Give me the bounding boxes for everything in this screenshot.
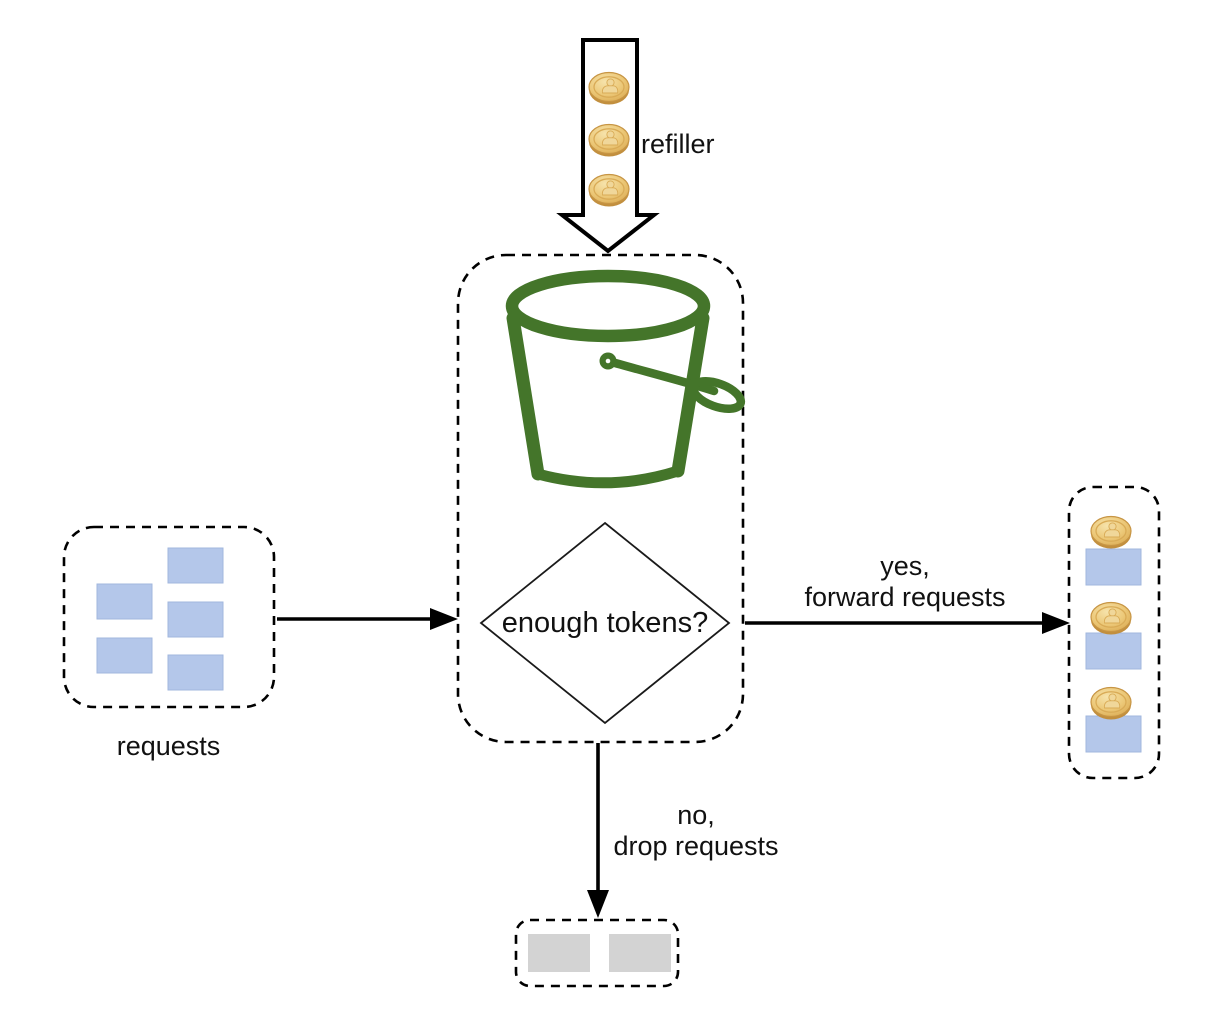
request-rect bbox=[96, 637, 153, 674]
refiller-label: refiller bbox=[641, 129, 715, 159]
yes-label-line1: yes, bbox=[880, 551, 930, 581]
bucket-icon bbox=[505, 269, 746, 489]
requests-label: requests bbox=[116, 731, 221, 761]
request-rect bbox=[167, 601, 224, 638]
request-rect bbox=[167, 654, 224, 691]
forwarded-request-rect bbox=[1085, 548, 1142, 586]
forwarded-request-rect bbox=[1085, 632, 1142, 670]
incoming-arrow bbox=[277, 608, 458, 630]
token-coin-icon bbox=[1090, 601, 1132, 636]
token-coin-icon bbox=[1090, 686, 1132, 721]
decision-label: enough tokens? bbox=[501, 606, 709, 639]
forwarded-request-rect bbox=[1085, 715, 1142, 753]
dropped-request-rect bbox=[528, 934, 590, 972]
no-arrow bbox=[587, 743, 609, 918]
yes-label-line2: forward requests bbox=[804, 582, 1006, 612]
no-drop-label: no, drop requests bbox=[596, 800, 796, 862]
yes-arrow bbox=[745, 612, 1070, 634]
no-label-line2: drop requests bbox=[613, 831, 779, 861]
no-label-line1: no, bbox=[677, 800, 715, 830]
request-rect bbox=[96, 583, 153, 620]
decision-diamond bbox=[479, 521, 731, 725]
incoming-requests bbox=[96, 547, 224, 691]
token-coin-icon bbox=[588, 71, 630, 106]
request-rect bbox=[167, 547, 224, 584]
dropped-request-rect bbox=[609, 934, 671, 972]
token-coin-icon bbox=[588, 123, 630, 158]
token-coin-icon bbox=[1090, 515, 1132, 550]
dropped-requests bbox=[528, 934, 671, 972]
forwarded-requests bbox=[1085, 548, 1142, 753]
token-coin-icon bbox=[588, 173, 630, 208]
yes-forward-label: yes, forward requests bbox=[760, 551, 1050, 613]
